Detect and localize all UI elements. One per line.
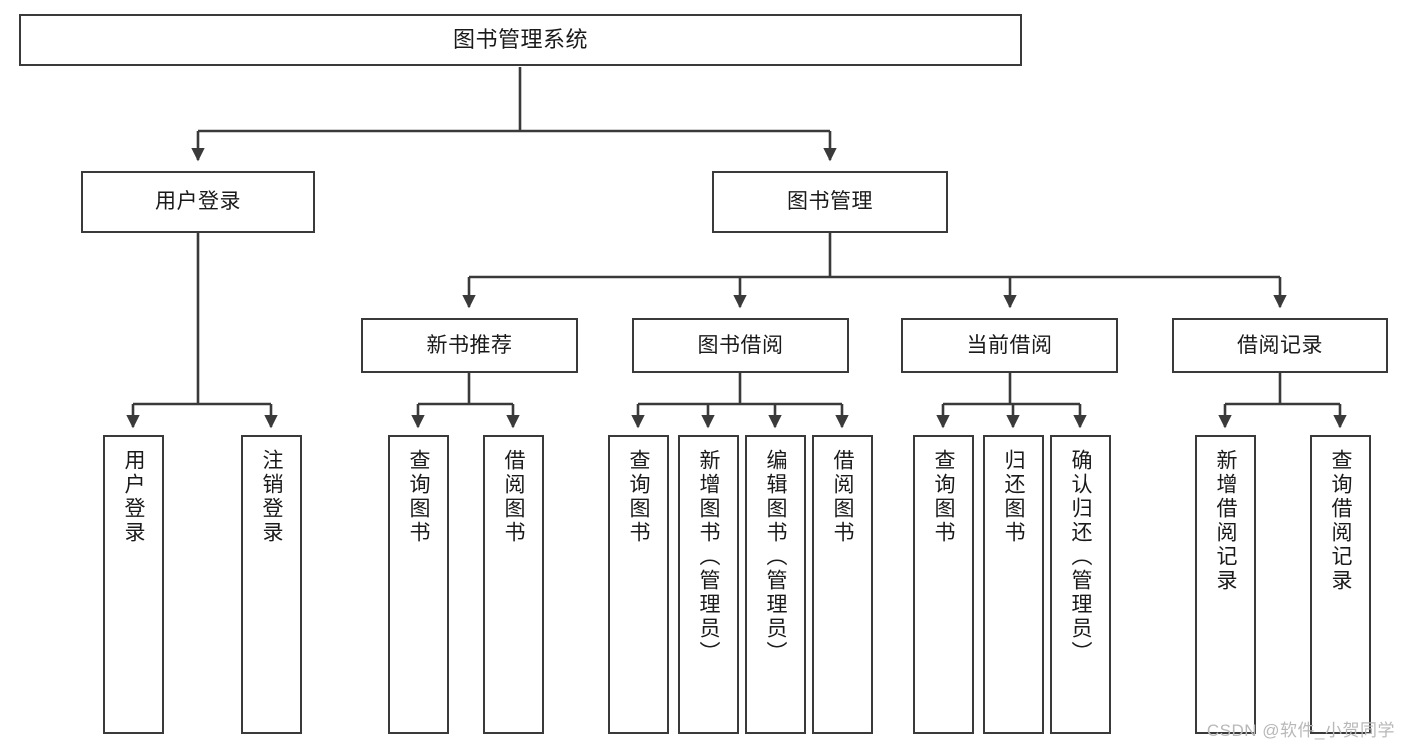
node-leaf-query-book-1[interactable]: 查询图书 (388, 435, 449, 734)
node-leaf-return-book[interactable]: 归还图书 (983, 435, 1044, 734)
node-label: 图书管理系统 (452, 26, 588, 52)
node-label: 查询借阅记录 (1329, 449, 1352, 593)
node-label: 确认归还（管理员） (1069, 449, 1092, 665)
node-label: 用户登录 (122, 449, 145, 545)
node-book-borrow[interactable]: 图书借阅 (632, 318, 849, 373)
node-label: 图书管理 (787, 190, 873, 214)
node-leaf-borrow-book-2[interactable]: 借阅图书 (812, 435, 873, 734)
node-label: 新增借阅记录 (1214, 449, 1237, 593)
node-leaf-query-borrow-record[interactable]: 查询借阅记录 (1310, 435, 1371, 734)
csdn-watermark: CSDN @软件_小贺同学 (1206, 721, 1395, 740)
node-label: 查询图书 (932, 449, 955, 545)
node-label: 借阅图书 (831, 449, 854, 545)
node-label: 编辑图书（管理员） (764, 449, 787, 665)
node-label: 查询图书 (627, 449, 650, 545)
node-label: 查询图书 (407, 449, 430, 545)
node-label: 新书推荐 (426, 333, 513, 357)
node-leaf-edit-book[interactable]: 编辑图书（管理员） (745, 435, 806, 734)
node-label: 注销登录 (260, 449, 283, 545)
node-label: 归还图书 (1002, 449, 1025, 545)
node-leaf-query-book-3[interactable]: 查询图书 (913, 435, 974, 734)
node-leaf-borrow-book-1[interactable]: 借阅图书 (483, 435, 544, 734)
node-leaf-logout-login[interactable]: 注销登录 (241, 435, 302, 734)
node-label: 新增图书（管理员） (697, 449, 720, 665)
node-label: 用户登录 (155, 190, 241, 214)
node-book-management[interactable]: 图书管理 (712, 171, 948, 233)
node-label: 借阅图书 (502, 449, 525, 545)
node-leaf-query-book-2[interactable]: 查询图书 (608, 435, 669, 734)
node-root-system[interactable]: 图书管理系统 (19, 14, 1022, 66)
node-label: 图书借阅 (697, 333, 784, 357)
node-leaf-confirm-return[interactable]: 确认归还（管理员） (1050, 435, 1111, 734)
node-leaf-add-borrow-record[interactable]: 新增借阅记录 (1195, 435, 1256, 734)
node-label: 借阅记录 (1237, 333, 1323, 357)
node-current-borrow[interactable]: 当前借阅 (901, 318, 1118, 373)
node-leaf-add-book[interactable]: 新增图书（管理员） (678, 435, 739, 734)
node-borrow-record[interactable]: 借阅记录 (1172, 318, 1388, 373)
node-new-book-recommend[interactable]: 新书推荐 (361, 318, 578, 373)
node-leaf-user-login[interactable]: 用户登录 (103, 435, 164, 734)
node-user-login[interactable]: 用户登录 (81, 171, 315, 233)
node-label: 当前借阅 (966, 333, 1053, 357)
